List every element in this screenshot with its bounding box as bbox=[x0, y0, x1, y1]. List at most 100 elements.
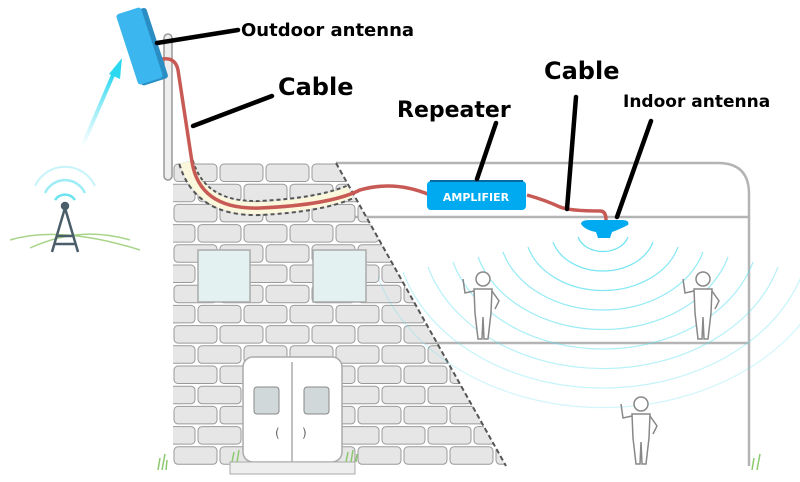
brick bbox=[495, 446, 506, 465]
brick bbox=[473, 426, 506, 445]
svg-text:(: ( bbox=[275, 426, 280, 440]
brick bbox=[173, 446, 218, 465]
arrow-head-icon bbox=[109, 58, 122, 79]
brick bbox=[403, 244, 448, 263]
brick bbox=[495, 325, 506, 344]
outdoor-antenna-icon bbox=[116, 7, 168, 86]
signal-wave bbox=[402, 271, 800, 389]
signal-wave bbox=[377, 276, 800, 409]
brick bbox=[173, 385, 196, 405]
brick bbox=[265, 284, 310, 304]
brick bbox=[403, 446, 448, 465]
person-icon bbox=[682, 271, 720, 340]
brick bbox=[357, 405, 402, 425]
label-cable-outdoor: Cable bbox=[278, 73, 354, 101]
brick bbox=[265, 163, 310, 182]
brick bbox=[495, 163, 506, 182]
brick bbox=[381, 385, 426, 405]
brick bbox=[427, 264, 472, 283]
cable bbox=[157, 57, 431, 210]
brick bbox=[520, 305, 563, 323]
brick bbox=[357, 325, 402, 344]
brick bbox=[219, 325, 264, 344]
brick bbox=[357, 446, 402, 465]
brick bbox=[311, 325, 356, 344]
brick bbox=[173, 405, 218, 425]
brick bbox=[335, 304, 380, 324]
brick bbox=[173, 183, 196, 203]
brick bbox=[357, 163, 402, 182]
brick bbox=[173, 365, 218, 384]
brick bbox=[520, 225, 563, 243]
wall-dashed-edge bbox=[335, 162, 507, 467]
cable bbox=[526, 193, 608, 221]
brick bbox=[381, 224, 426, 243]
brick bbox=[495, 405, 506, 425]
window bbox=[312, 249, 367, 303]
brick bbox=[357, 365, 402, 384]
brick bbox=[243, 224, 288, 243]
brick bbox=[335, 345, 380, 364]
brick bbox=[197, 304, 242, 324]
brick bbox=[403, 405, 448, 425]
brick bbox=[311, 163, 356, 182]
signal-arrow bbox=[80, 74, 115, 148]
cell-tower-icon bbox=[50, 201, 80, 253]
svg-text:): ) bbox=[302, 426, 307, 440]
window bbox=[197, 249, 251, 303]
brick bbox=[403, 163, 448, 182]
brick bbox=[289, 224, 334, 243]
brick bbox=[495, 244, 506, 263]
brick bbox=[243, 304, 288, 324]
label-indoor-antenna: Indoor antenna bbox=[623, 92, 770, 112]
signal-wave bbox=[577, 236, 629, 253]
brick bbox=[427, 345, 472, 364]
label-cable-indoor: Cable bbox=[544, 57, 620, 85]
brick bbox=[449, 244, 494, 263]
signal-wave bbox=[527, 246, 679, 292]
signal-wave bbox=[477, 256, 729, 331]
brick bbox=[403, 365, 448, 384]
brick bbox=[520, 427, 563, 445]
leader-lines bbox=[154, 27, 654, 220]
brick bbox=[265, 325, 310, 344]
door: ( ) bbox=[229, 356, 356, 475]
brick bbox=[173, 203, 218, 223]
brick bbox=[173, 224, 196, 243]
building-outline bbox=[336, 161, 751, 466]
brick bbox=[173, 426, 196, 445]
brick bbox=[449, 365, 494, 384]
label-outdoor-antenna: Outdoor antenna bbox=[241, 20, 414, 41]
brick bbox=[265, 244, 310, 263]
signal-wave bbox=[502, 251, 704, 311]
signal-wave bbox=[427, 266, 779, 370]
brick bbox=[219, 163, 264, 182]
grass bbox=[157, 449, 761, 471]
label-repeater: Repeater bbox=[397, 98, 511, 123]
brick bbox=[197, 345, 242, 364]
brick bbox=[289, 304, 334, 324]
signal-wave bbox=[552, 241, 654, 272]
indoor-antenna-icon bbox=[581, 220, 629, 238]
brick bbox=[449, 405, 494, 425]
antenna-pole bbox=[163, 33, 173, 181]
brick bbox=[173, 304, 196, 324]
brick bbox=[173, 325, 218, 344]
hill bbox=[29, 233, 131, 249]
brick bbox=[197, 224, 242, 243]
brick bbox=[173, 345, 196, 364]
person-icon bbox=[620, 396, 658, 465]
brick bbox=[197, 426, 242, 445]
tower-signal-waves bbox=[34, 165, 96, 201]
brick bbox=[449, 446, 494, 465]
brick bbox=[427, 385, 472, 405]
brick bbox=[197, 385, 242, 405]
brick bbox=[473, 224, 506, 243]
brick bbox=[381, 426, 426, 445]
brick bbox=[473, 345, 506, 364]
amplifier-box bbox=[427, 181, 526, 210]
brick bbox=[449, 163, 494, 182]
brick bbox=[311, 203, 356, 223]
